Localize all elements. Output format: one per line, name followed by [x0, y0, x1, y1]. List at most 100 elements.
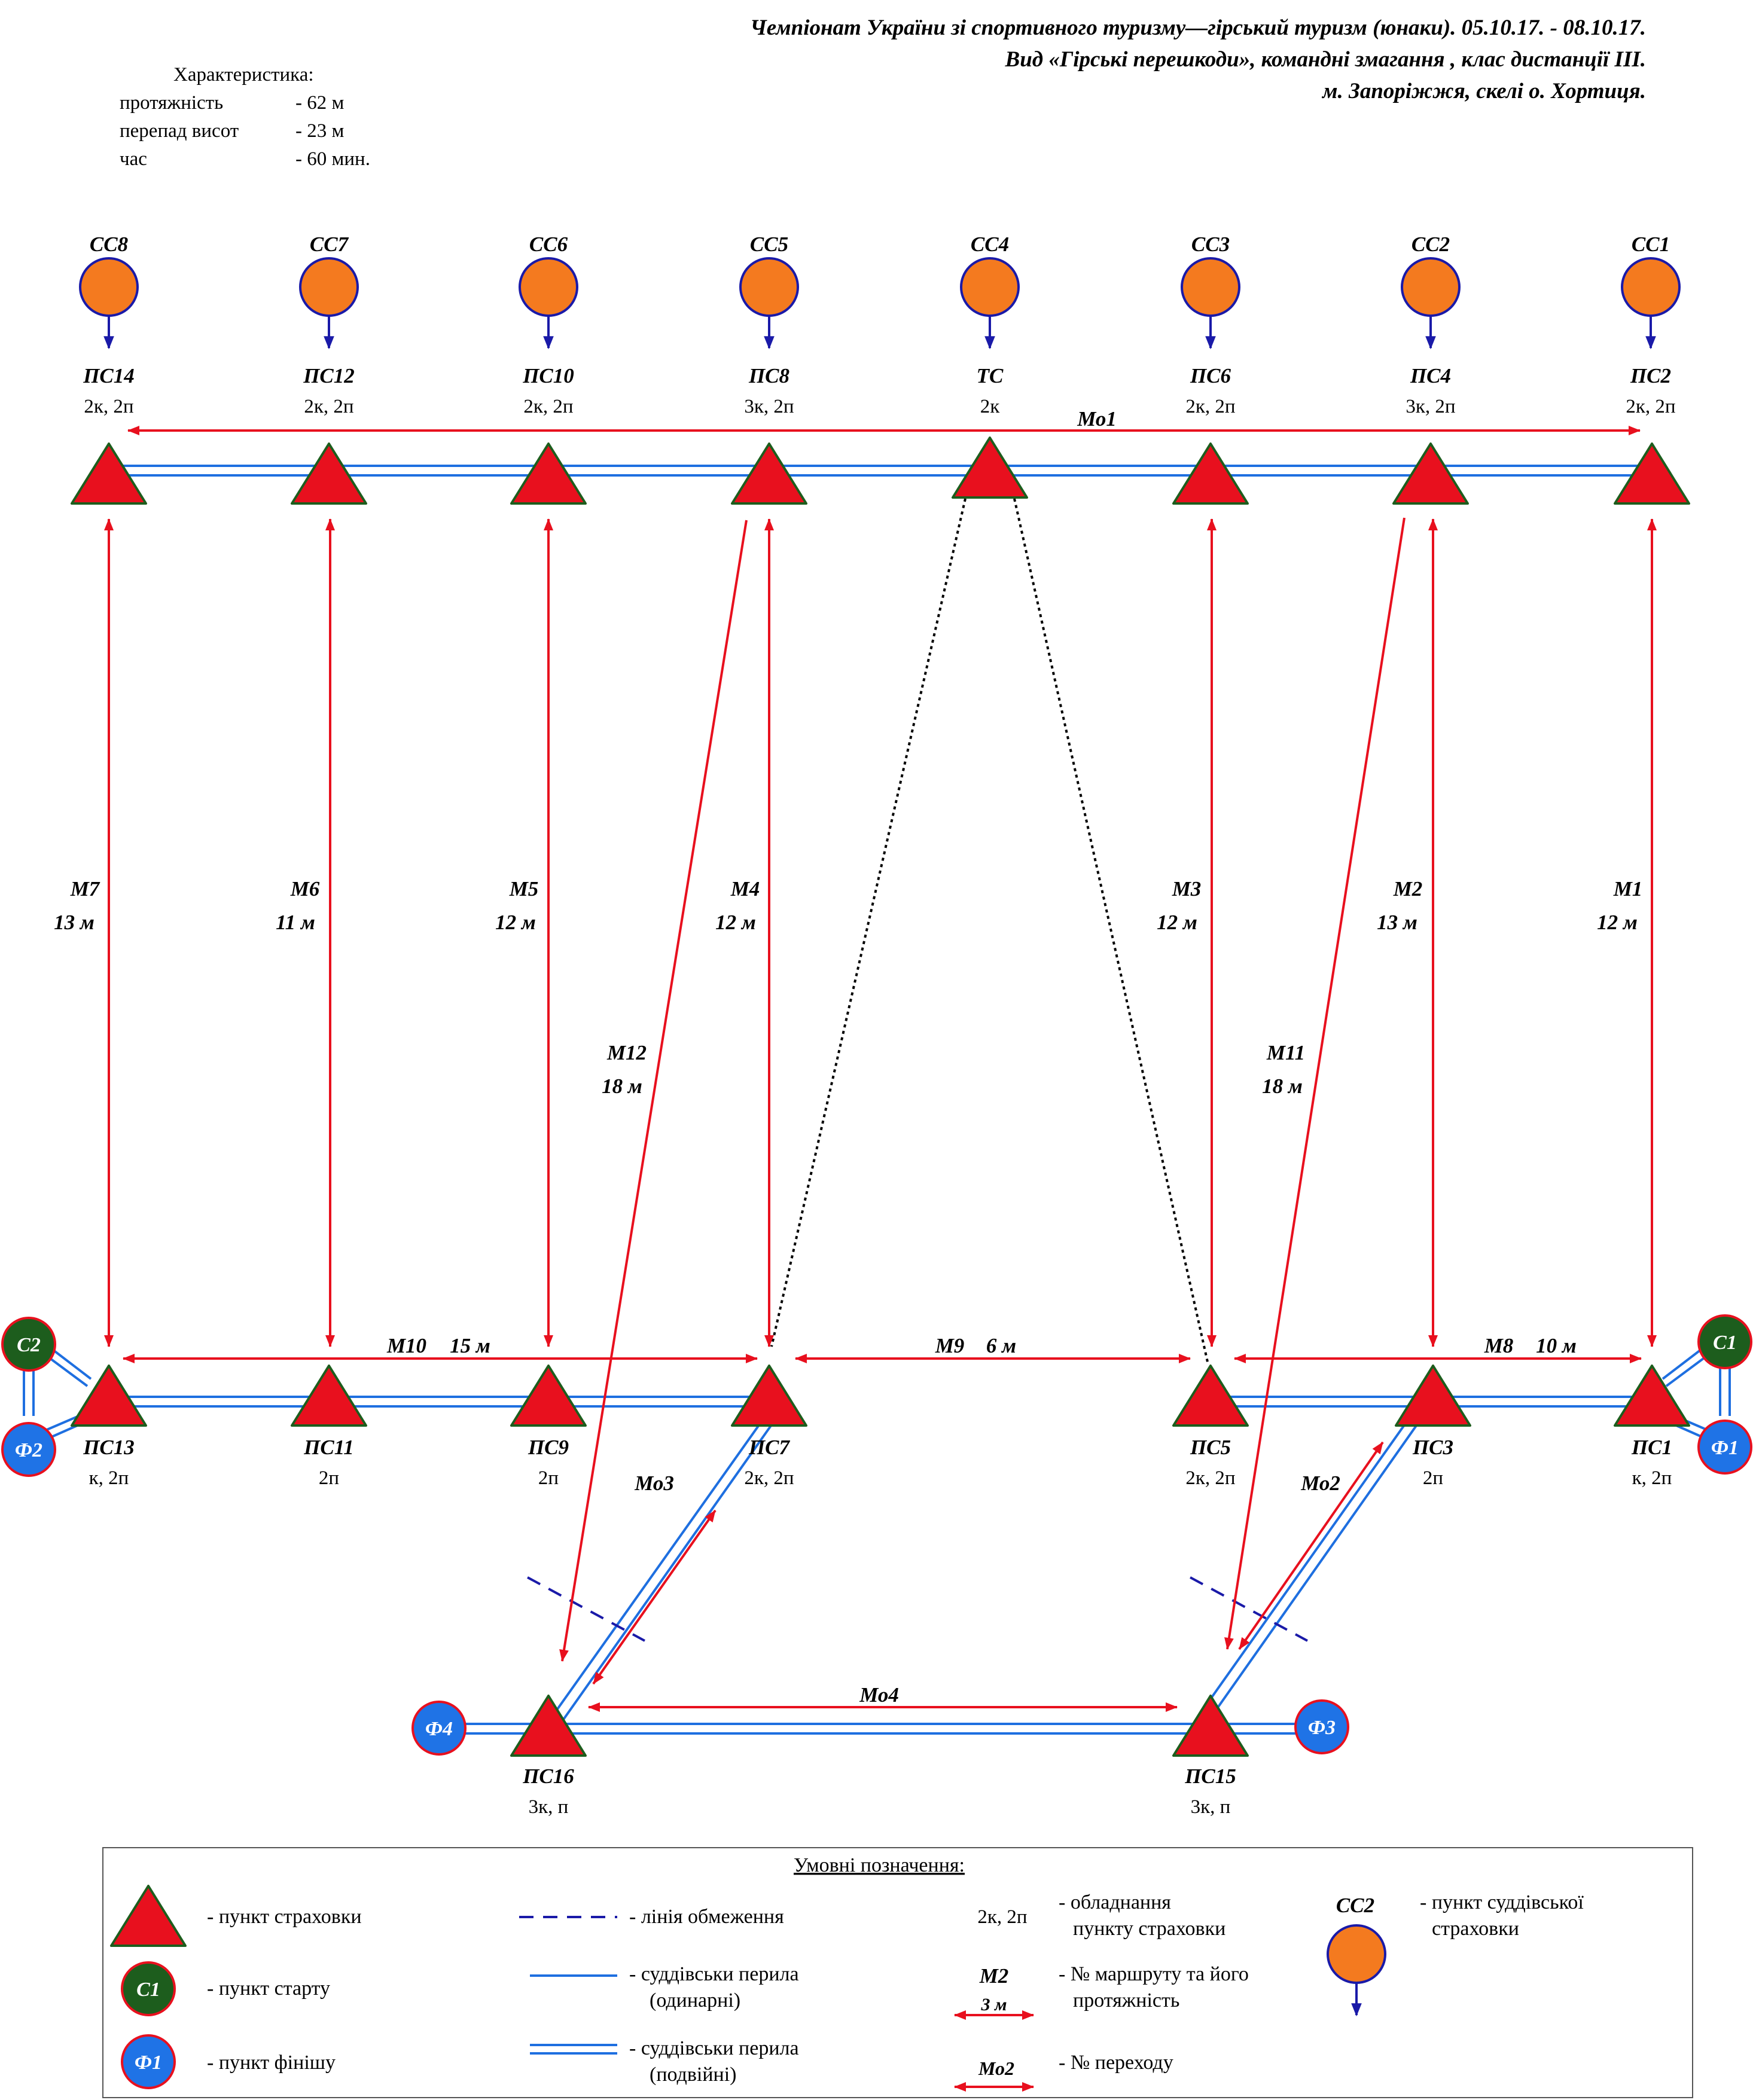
- station-label: ПС14: [83, 364, 135, 387]
- route-name-m1: М1: [1613, 877, 1643, 901]
- belay-triangle-pc12: [291, 442, 367, 505]
- legend-route-sample-len: 3 м: [980, 1995, 1007, 2014]
- route-name-m5: М5: [509, 877, 539, 901]
- finish-label: Ф3: [1308, 1717, 1336, 1739]
- legend-equip-sample: 2к, 2п: [977, 1906, 1027, 1928]
- route-len-m9: 6 м: [986, 1334, 1016, 1357]
- route-len-m2: 13 м: [1377, 911, 1417, 934]
- judge-point-cc6: СС6 ПС10 2к, 2п: [519, 233, 578, 417]
- judge-label: СС1: [1632, 233, 1670, 256]
- header-line-2: Вид «Гірські перешкоди», командні змаган…: [1005, 47, 1646, 72]
- header-line-1: Чемпіонат України зі спортивного туризму…: [750, 16, 1646, 40]
- belay-triangle-pc9: [510, 1365, 587, 1427]
- station-label-pc1: ПС1: [1631, 1436, 1672, 1459]
- belay-triangle-pc3: [1395, 1365, 1471, 1427]
- legend-rail-single-text-1: - суддівськи перила: [629, 1963, 799, 1985]
- legend: Умовні позначення: - пункт страховки С1 …: [102, 1847, 1693, 2098]
- equip-label-pc11: 2п: [319, 1467, 339, 1489]
- route-len-m6: 11 м: [276, 911, 315, 934]
- finish-circle: [1, 1422, 56, 1477]
- equip-label-pc3: 2п: [1423, 1467, 1443, 1489]
- station-label-pc15: ПС15: [1184, 1765, 1236, 1788]
- transition-label-mo4: Мо4: [859, 1683, 899, 1707]
- route-arrow-mo2: [1238, 1441, 1384, 1650]
- judge-point-cc7: СС7 ПС12 2к, 2п: [299, 233, 359, 417]
- start-point-c1: С1: [1697, 1314, 1752, 1369]
- route-len-m7: 13 м: [54, 911, 94, 934]
- equip-label: 2к: [980, 396, 1001, 417]
- legend-boundary-text: - лінія обмеження: [629, 1906, 784, 1928]
- char-height-label: перепад висот: [120, 120, 239, 142]
- finish-label: Ф1: [1711, 1437, 1739, 1459]
- legend-judge-sample: СС2: [1336, 1894, 1374, 1917]
- equip-label-pc1: к, 2п: [1632, 1467, 1672, 1489]
- belay-triangle-pc5: [1172, 1365, 1249, 1427]
- route-len-m1: 12 м: [1597, 911, 1638, 934]
- station-label-pc9: ПС9: [528, 1436, 569, 1459]
- header-line-3: м. Запоріжжя, скелі о. Хортиця.: [1321, 79, 1646, 103]
- belay-triangle-pc8: [731, 442, 807, 505]
- station-label-pc11: ПС11: [303, 1436, 354, 1459]
- legend-start-text: - пункт старту: [207, 1977, 330, 2000]
- legend-judge-circle-icon: [1327, 1924, 1386, 1984]
- top-rail: [109, 465, 1652, 477]
- transition-label-mo1: Мо1: [1077, 407, 1117, 431]
- route-len-m10: 15 м: [450, 1334, 490, 1357]
- char-time-label: час: [120, 148, 147, 170]
- judge-circle: [299, 257, 359, 317]
- belay-triangle-pc1: [1614, 1365, 1690, 1427]
- start-label: С2: [17, 1334, 41, 1356]
- station-label-pc3: ПС3: [1412, 1436, 1453, 1459]
- route-arrow-mo3: [592, 1509, 717, 1685]
- legend-belay-text: - пункт страховки: [207, 1906, 362, 1928]
- dotted-line-right: [1013, 498, 1209, 1365]
- station-label: ПС2: [1630, 364, 1671, 387]
- station-label-pc13: ПС13: [83, 1436, 135, 1459]
- judge-label: СС4: [971, 233, 1009, 256]
- transition-label-mo2: Мо2: [1300, 1472, 1340, 1495]
- route-len-m4: 12 м: [715, 911, 756, 934]
- judge-circle: [739, 257, 799, 317]
- start-circle: [1, 1317, 56, 1372]
- legend-trans-sample: Мо2: [978, 2058, 1014, 2079]
- mid-left-rail: [109, 1396, 767, 1408]
- belay-triangle-tc: [952, 437, 1028, 499]
- start-point-c2: С2: [1, 1317, 56, 1372]
- route-name-m6: М6: [290, 877, 320, 901]
- judge-point-cc3: СС3 ПС6 2к, 2п: [1181, 233, 1240, 417]
- route-name-m9: М9: [935, 1334, 965, 1357]
- equip-label: 2к, 2п: [84, 396, 133, 417]
- legend-route-text-1: - № маршруту та його: [1059, 1963, 1249, 1985]
- legend-start-sample: С1: [136, 1979, 160, 2001]
- legend-judge-text-1: - пункт суддівської: [1420, 1891, 1584, 1913]
- judge-label: СС5: [750, 233, 788, 256]
- char-length-label: протяжність: [120, 92, 223, 114]
- legend-start-circle-icon: [121, 1961, 176, 2016]
- char-time-value: - 60 мин.: [295, 148, 370, 170]
- char-length-value: - 62 м: [295, 92, 344, 114]
- route-name-m3: М3: [1172, 877, 1202, 901]
- station-label: ПС6: [1190, 364, 1231, 387]
- legend-trans-text: - № переходу: [1059, 2052, 1173, 2074]
- equip-label-pc9: 2п: [538, 1467, 559, 1489]
- judge-point-cc5: СС5 ПС8 3к, 2п: [739, 233, 799, 417]
- finish-point-f2: Ф2: [1, 1422, 56, 1477]
- equip-label: 3к, 2п: [1406, 396, 1455, 417]
- station-label-pc16: ПС16: [522, 1765, 574, 1788]
- judge-label: СС6: [529, 233, 568, 256]
- belay-triangle-pc16: [510, 1695, 587, 1757]
- judge-circle: [1621, 257, 1681, 317]
- characteristics-title: Характеристика:: [173, 64, 314, 86]
- finish-circle: [1697, 1420, 1752, 1475]
- judge-label: СС3: [1191, 233, 1230, 256]
- dotted-line-left: [770, 498, 967, 1347]
- station-label: ПС4: [1410, 364, 1451, 387]
- route-name-m12: М12: [606, 1041, 647, 1064]
- equip-label-pc5: 2к, 2п: [1185, 1467, 1235, 1489]
- route-name-m11: М11: [1266, 1041, 1305, 1064]
- bottom-rail: [444, 1723, 1311, 1735]
- belay-triangle-pc11: [291, 1365, 367, 1427]
- station-label-pc5: ПС5: [1190, 1436, 1231, 1459]
- start-finish-links: [23, 1347, 1731, 1439]
- start-label: С1: [1713, 1332, 1737, 1354]
